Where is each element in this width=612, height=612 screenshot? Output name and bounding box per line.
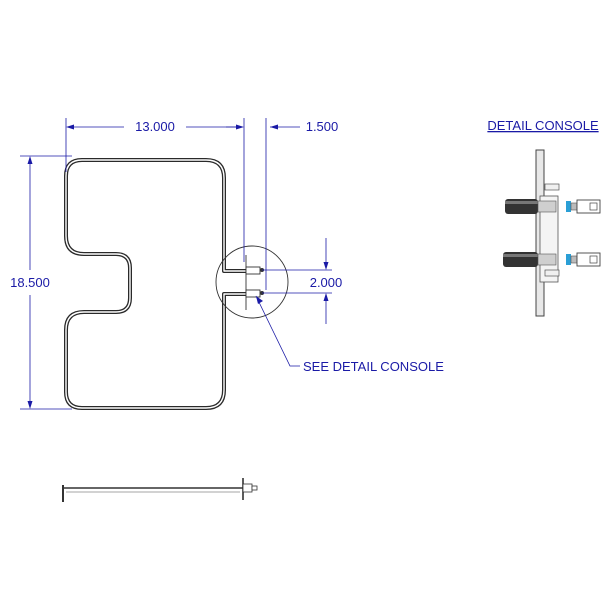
upper-insulator [566, 201, 571, 212]
height-dimension-value: 18.500 [10, 275, 50, 290]
detail-callout-circle [215, 245, 289, 319]
terminal-offset-dimension [226, 118, 300, 290]
detail-leader [255, 295, 300, 367]
see-detail-label: SEE DETAIL CONSOLE [303, 359, 444, 374]
terminal-offset-value: 1.500 [306, 119, 339, 134]
terminal-spacing-value: 2.000 [310, 275, 343, 290]
heating-element-side-view [62, 478, 258, 502]
width-dimension [65, 118, 245, 262]
width-dimension-value: 13.000 [135, 119, 175, 134]
terminal-spacing-dimension [262, 238, 332, 324]
lower-insulator [566, 254, 571, 265]
heating-element-front-view [64, 158, 264, 410]
detail-console-drawing [503, 149, 601, 317]
height-dimension [20, 155, 72, 410]
detail-console-title: DETAIL CONSOLE [487, 118, 599, 133]
